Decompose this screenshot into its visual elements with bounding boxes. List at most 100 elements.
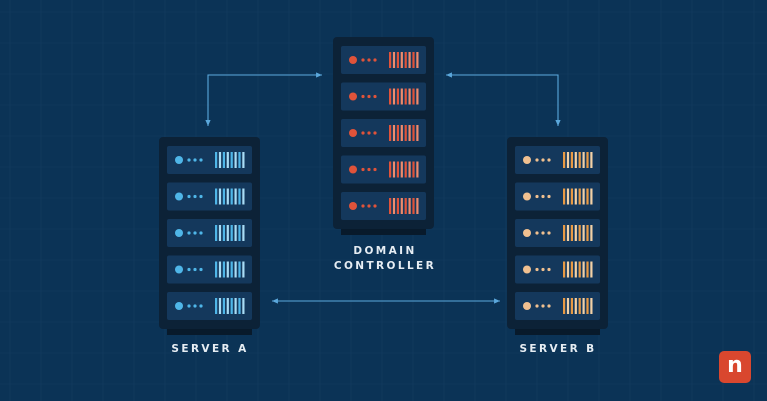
indicator-dot: [187, 231, 191, 235]
vent-bar: [222, 225, 225, 241]
vent-bar: [416, 198, 419, 214]
vent-bar: [412, 125, 415, 141]
vent-bar: [570, 298, 573, 314]
vent-bar: [392, 52, 396, 68]
vent-bar: [230, 152, 233, 168]
vent-bar: [566, 152, 570, 168]
vent-bar: [218, 225, 222, 241]
vent-bar: [238, 188, 241, 205]
vent-bar: [218, 261, 222, 278]
indicator-dot: [541, 231, 545, 235]
indicator-dot: [199, 267, 203, 272]
vent-bar: [396, 52, 399, 68]
status-led: [523, 302, 531, 310]
vent-bar: [234, 188, 237, 205]
domain-controller-label-line-1: DOMAIN: [353, 245, 417, 257]
vent-bar: [226, 152, 229, 168]
vent-bar: [238, 261, 241, 278]
vent-bar: [582, 298, 585, 314]
status-led: [523, 192, 531, 201]
vent-bar: [238, 152, 241, 168]
vent-bar: [400, 125, 403, 141]
status-led: [349, 56, 357, 64]
indicator-dot: [199, 158, 203, 162]
vent-bar: [215, 298, 218, 314]
vent-bar: [392, 125, 396, 141]
vent-bar: [400, 198, 403, 214]
vent-bar: [389, 161, 392, 178]
indicator-dot: [547, 267, 551, 272]
server-unit: [341, 46, 426, 74]
server-b-label: SERVER B: [519, 343, 597, 355]
vent-bar: [389, 198, 392, 214]
vent-bar: [396, 125, 399, 141]
vent-bar: [392, 198, 396, 214]
vent-bar: [408, 88, 411, 105]
indicator-dot: [547, 231, 551, 235]
vent-bar: [389, 125, 392, 141]
vent-bar: [586, 152, 589, 168]
vent-bar: [416, 125, 419, 141]
vent-bar: [570, 188, 573, 205]
vent-bar: [404, 198, 407, 214]
indicator-dot: [367, 131, 371, 135]
vent-bar: [396, 88, 399, 105]
status-led: [349, 92, 357, 101]
indicator-dot: [193, 304, 197, 308]
vent-bar: [563, 188, 566, 205]
status-led: [349, 129, 357, 137]
vent-bar: [590, 225, 593, 241]
server-unit: [341, 155, 426, 184]
vent-bar: [566, 188, 570, 205]
vent-bar: [570, 261, 573, 278]
vent-bar: [234, 152, 237, 168]
vent-bar: [238, 298, 241, 314]
vent-bar: [222, 298, 225, 314]
vent-bar: [389, 52, 392, 68]
indicator-dot: [541, 194, 545, 199]
indicator-dot: [199, 194, 203, 199]
indicator-dot: [187, 194, 191, 199]
vent-bar: [230, 298, 233, 314]
vent-bar: [222, 261, 225, 278]
vent-bar: [574, 298, 577, 314]
vent-bar: [396, 198, 399, 214]
vent-bar: [218, 298, 222, 314]
vent-bar: [412, 198, 415, 214]
vent-bar: [590, 188, 593, 205]
vent-bar: [215, 152, 218, 168]
vent-bar: [574, 188, 577, 205]
vent-bar: [566, 261, 570, 278]
server-unit: [167, 219, 252, 247]
vent-bar: [400, 161, 403, 178]
connection-arrow-1: [205, 72, 322, 126]
indicator-dot: [199, 304, 203, 308]
vent-bar: [404, 161, 407, 178]
server-unit: [515, 255, 600, 284]
vent-bar: [570, 152, 573, 168]
server-unit: [167, 292, 252, 320]
indicator-dot: [361, 204, 365, 208]
vent-bar: [234, 298, 237, 314]
server-unit: [167, 182, 252, 211]
vent-bar: [226, 261, 229, 278]
vent-bar: [234, 225, 237, 241]
vent-bar: [222, 152, 225, 168]
rack-foot: [341, 229, 426, 235]
server-unit: [167, 146, 252, 174]
vent-bar: [574, 261, 577, 278]
vent-bar: [586, 225, 589, 241]
connectors: [205, 72, 561, 304]
indicator-dot: [193, 158, 197, 162]
logo-letter: n: [727, 353, 743, 378]
status-led: [175, 302, 183, 310]
vent-bar: [396, 161, 399, 178]
server-racks: [159, 37, 608, 335]
vent-bar: [586, 298, 589, 314]
server-a-rack: [159, 137, 260, 335]
vent-bar: [412, 161, 415, 178]
indicator-dot: [535, 304, 539, 308]
indicator-dot: [193, 267, 197, 272]
indicator-dot: [361, 131, 365, 135]
